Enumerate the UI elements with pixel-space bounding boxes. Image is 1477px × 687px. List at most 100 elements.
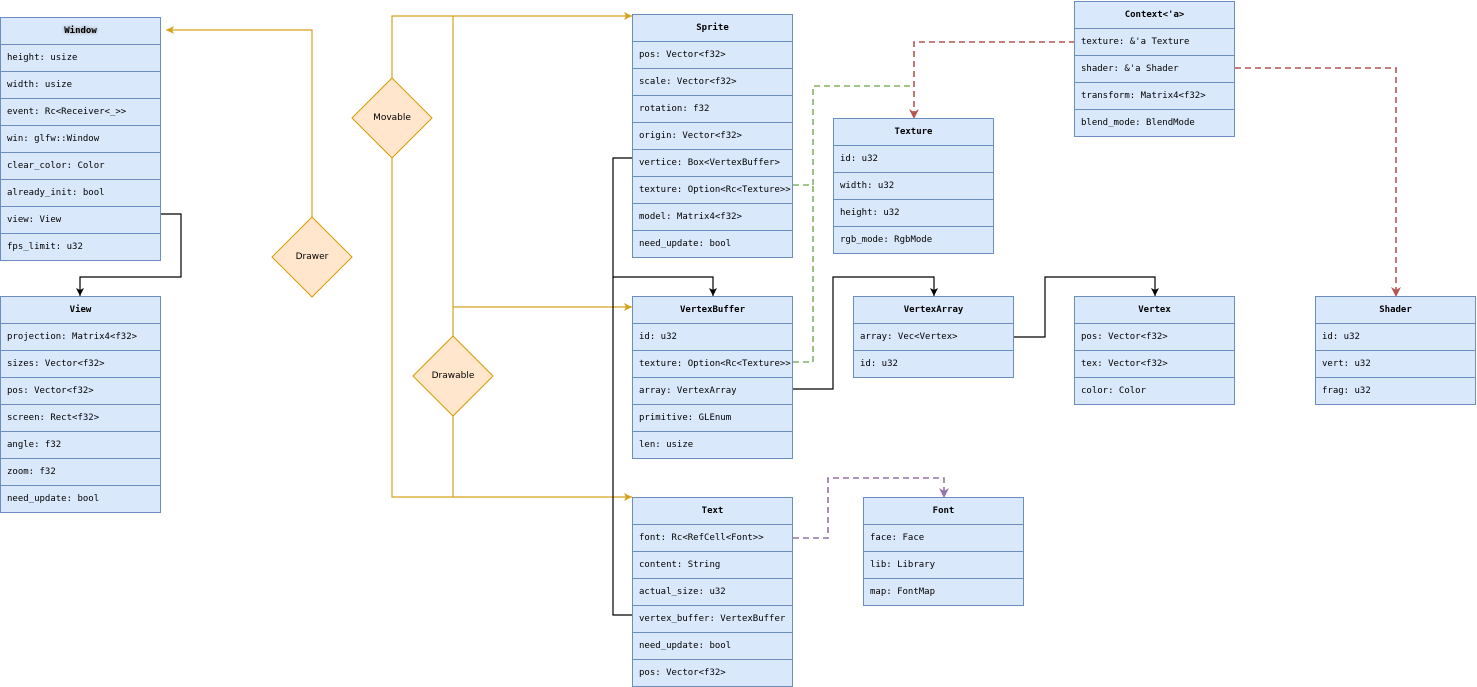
field-id: id: u32	[834, 146, 993, 173]
class-title: Font	[864, 498, 1023, 525]
movable-label: Movable	[373, 113, 411, 123]
class-view[interactable]: View projection: Matrix4<f32> sizes: Vec…	[0, 296, 161, 513]
class-text[interactable]: Text font: Rc<RefCell<Font>> content: St…	[632, 497, 793, 687]
field-model: model: Matrix4<f32>	[633, 204, 792, 231]
texture-ref-edges	[793, 85, 914, 363]
field-already-init: already_init: bool	[1, 180, 160, 207]
field-origin: origin: Vector<f32>	[633, 123, 792, 150]
field-pos: pos: Vector<f32>	[1075, 324, 1234, 351]
field-sizes: sizes: Vector<f32>	[1, 351, 160, 378]
class-vertexbuffer[interactable]: VertexBuffer id: u32 texture: Option<Rc<…	[632, 296, 793, 459]
field-array: array: Vec<Vertex>	[854, 324, 1013, 351]
class-title: Window	[1, 18, 160, 45]
field-fps-limit: fps_limit: u32	[7, 242, 83, 252]
edge-vertexbuffer-vertexarray	[793, 276, 938, 390]
class-font[interactable]: Font face: Face lib: Library map: FontMa…	[863, 497, 1024, 606]
trait-edges	[166, 12, 632, 501]
edge-drawer-window	[166, 26, 313, 217]
edge-movable-bus	[391, 15, 453, 78]
class-vertexarray[interactable]: VertexArray array: Vec<Vertex> id: u32	[853, 296, 1014, 378]
field-width: width: u32	[834, 173, 993, 200]
class-texture[interactable]: Texture id: u32 width: u32 height: u32 r…	[833, 118, 994, 254]
edge-context-texture	[909, 41, 1075, 119]
field-pos: pos: Vector<f32>	[639, 668, 726, 678]
field-texture: texture: Option<Rc<Texture>>	[633, 351, 792, 378]
drawer-label: Drawer	[295, 252, 329, 262]
field-transform: transform: Matrix4<f32>	[1075, 83, 1234, 110]
field-pos: pos: Vector<f32>	[633, 42, 792, 69]
field-rotation: rotation: f32	[633, 96, 792, 123]
class-title: View	[1, 297, 160, 324]
field-scale: scale: Vector<f32>	[633, 69, 792, 96]
field-rgb-mode: rgb_mode: RgbMode	[840, 235, 933, 245]
field-color: color: Color	[1081, 386, 1147, 396]
field-screen: screen: Rect<f32>	[1, 405, 160, 432]
class-title: Text	[633, 498, 792, 525]
field-texture: texture: Option<Rc<Texture>>	[633, 177, 792, 204]
class-title: Context<'a>	[1075, 2, 1234, 29]
field-face: face: Face	[864, 525, 1023, 552]
field-need-update: need_update: bool	[633, 633, 792, 660]
field-height: height: u32	[834, 200, 993, 227]
field-view: view: View	[1, 207, 160, 234]
field-map: map: FontMap	[870, 587, 936, 597]
font-ref-edges	[793, 477, 949, 539]
edge-movable-down	[391, 158, 632, 501]
field-clear-color: clear_color: Color	[1, 153, 160, 180]
field-len: len: usize	[639, 440, 694, 450]
field-id: id: u32	[633, 324, 792, 351]
class-vertex[interactable]: Vertex pos: Vector<f32> tex: Vector<f32>…	[1074, 296, 1235, 405]
field-need-update: need_update: bool	[639, 239, 732, 249]
class-sprite[interactable]: Sprite pos: Vector<f32> scale: Vector<f3…	[632, 14, 793, 258]
field-primitive: primitive: GLEnum	[633, 405, 792, 432]
class-title: Shader	[1316, 297, 1475, 324]
drawable-label: Drawable	[431, 371, 475, 381]
class-title: VertexBuffer	[633, 297, 792, 324]
edge-context-shader	[1235, 67, 1401, 297]
field-angle: angle: f32	[1, 432, 160, 459]
field-shader: shader: &'a Shader	[1075, 56, 1234, 83]
field-tex: tex: Vector<f32>	[1075, 351, 1234, 378]
field-id: id: u32	[860, 359, 898, 369]
edge-vertexbuffer-texture-ref	[793, 185, 814, 363]
drawable-diamond	[412, 335, 494, 417]
field-projection: projection: Matrix4<f32>	[1, 324, 160, 351]
field-height: height: usize	[1, 45, 160, 72]
field-blend-mode: blend_mode: BlendMode	[1081, 118, 1195, 128]
field-texture: texture: &'a Texture	[1075, 29, 1234, 56]
field-vertex-buffer: vertex_buffer: VertexBuffer	[633, 606, 792, 633]
class-title: Vertex	[1075, 297, 1234, 324]
field-width: width: usize	[1, 72, 160, 99]
field-zoom: zoom: f32	[1, 459, 160, 486]
field-array: array: VertexArray	[633, 378, 792, 405]
field-actual-size: actual_size: u32	[633, 579, 792, 606]
edge-vertexarray-vertex	[1014, 276, 1159, 338]
class-title: VertexArray	[854, 297, 1013, 324]
class-title: Texture	[834, 119, 993, 146]
edge-text-font	[793, 477, 949, 539]
movable-diamond	[351, 77, 433, 159]
field-vertice: vertice: Box<VertexBuffer>	[633, 150, 792, 177]
field-need-update: need_update: bool	[7, 494, 100, 504]
field-content: content: String	[633, 552, 792, 579]
field-vert: vert: u32	[1316, 351, 1475, 378]
composition-edges	[76, 157, 1159, 616]
trait-diamonds	[271, 77, 494, 417]
drawer-diamond	[271, 216, 353, 298]
edge-window-view	[76, 213, 182, 296]
field-font: font: Rc<RefCell<Font>>	[633, 525, 792, 552]
context-ref-edges	[909, 41, 1401, 297]
class-shader[interactable]: Shader id: u32 vert: u32 frag: u32	[1315, 296, 1476, 405]
edge-text-vertexbuffer	[612, 277, 632, 616]
field-id: id: u32	[1316, 324, 1475, 351]
class-title: Sprite	[633, 15, 792, 42]
field-win: win: glfw::Window	[1, 126, 160, 153]
edge-sprite-texture-ref	[793, 85, 914, 186]
field-frag: frag: u32	[1322, 386, 1371, 396]
field-event: event: Rc<Receiver<_>>	[1, 99, 160, 126]
field-pos: pos: Vector<f32>	[1, 378, 160, 405]
field-lib: lib: Library	[864, 552, 1023, 579]
class-window[interactable]: Window height: usize width: usize event:…	[0, 17, 161, 261]
class-context[interactable]: Context<'a> texture: &'a Texture shader:…	[1074, 1, 1235, 137]
